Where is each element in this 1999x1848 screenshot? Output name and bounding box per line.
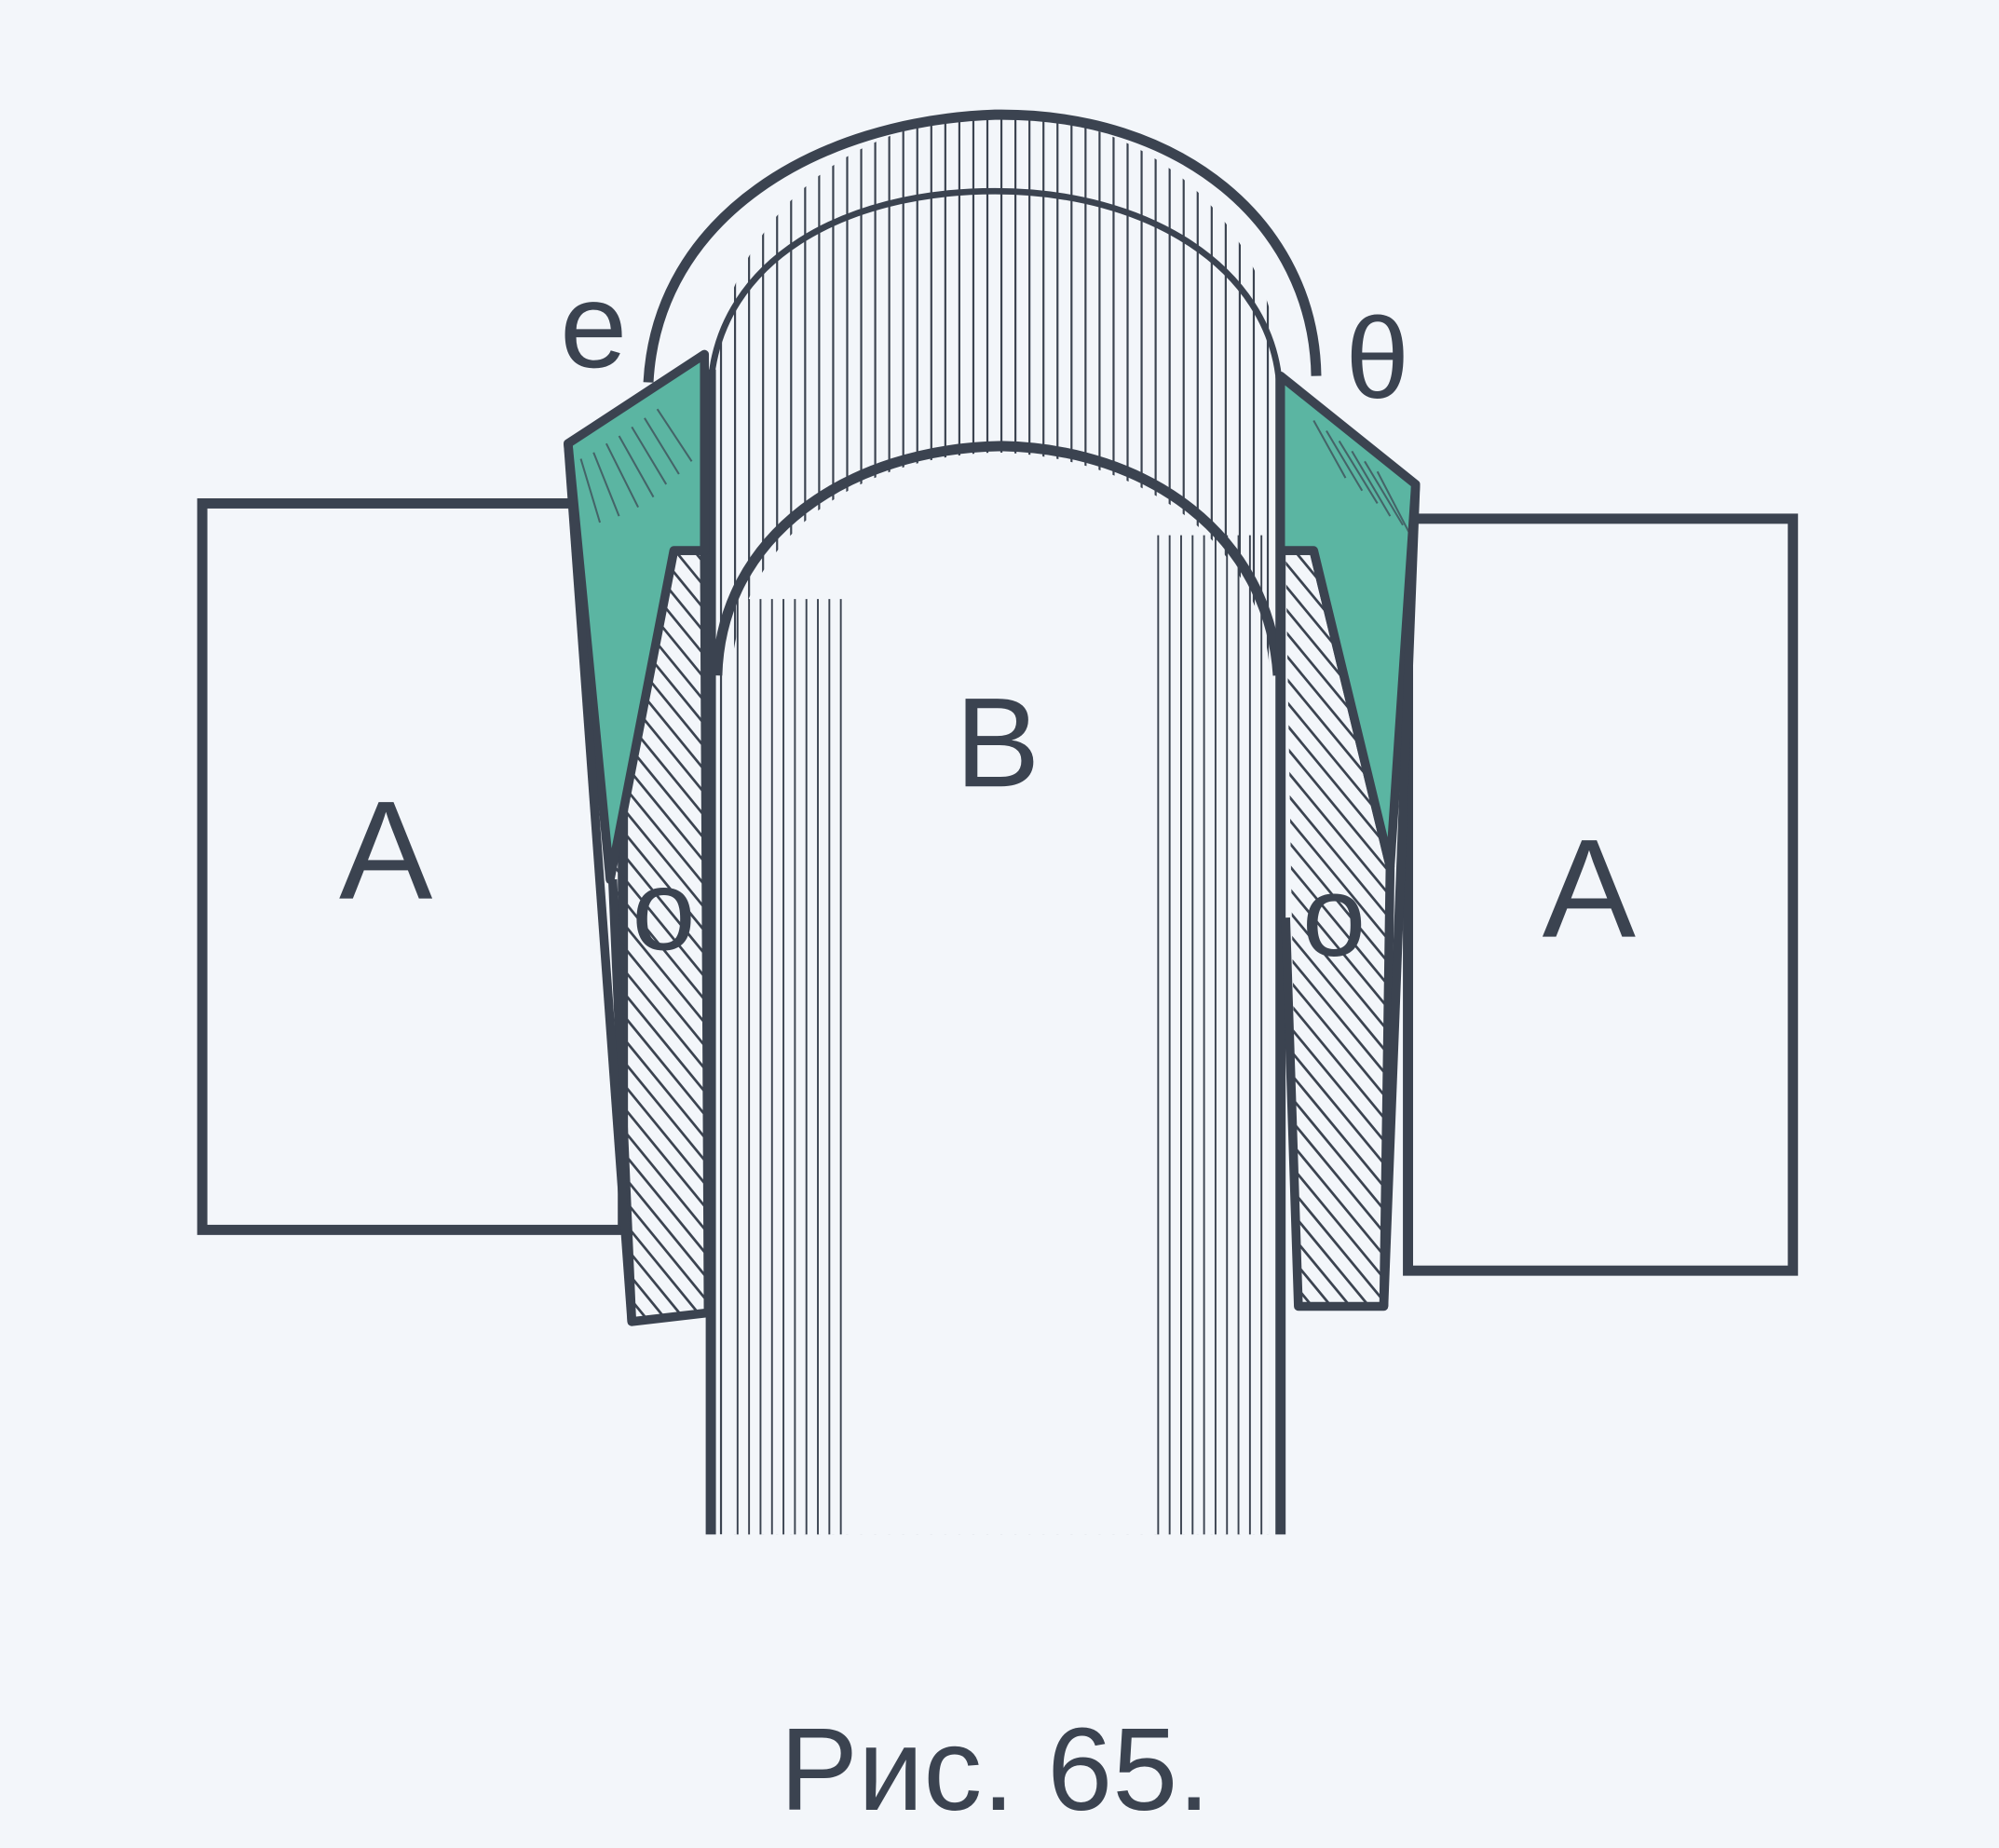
label-a-right: A: [1543, 810, 1637, 967]
hatch-line: [1285, 893, 1391, 1042]
hatch-line: [612, 1284, 709, 1322]
flap-right-shading: [1312, 420, 1412, 537]
hatch-line: [600, 23, 714, 164]
hatch-line: [1285, 779, 1391, 928]
hatch-line: [612, 893, 709, 1036]
hatch-line: [1275, 0, 1396, 55]
hatch-line: [1285, 1008, 1391, 1157]
label-o-left: o: [632, 847, 695, 974]
hatch-line: [1285, 802, 1391, 951]
label-e: e: [560, 257, 627, 393]
hatch-line: [1285, 710, 1391, 859]
hatch-line: [600, 1422, 714, 1563]
dome-inner-ring: [707, 187, 1283, 383]
hatch-line: [600, 0, 714, 117]
hatch-line: [1275, 1399, 1396, 1545]
hatch-line: [1275, 138, 1396, 284]
label-b: B: [955, 671, 1040, 813]
hatch-line: [600, 0, 714, 141]
hatch-line: [600, 0, 714, 25]
hatch-line: [1285, 733, 1391, 882]
hatch-line: [600, 1330, 714, 1471]
inner-region: [733, 452, 1270, 1535]
hatch-line: [600, 0, 714, 72]
hatch-line: [1285, 985, 1391, 1135]
hatch-line: [600, 92, 714, 233]
hatch-line: [600, 0, 714, 94]
hatch-line: [1285, 755, 1391, 904]
hatch-line: [1285, 939, 1391, 1089]
flap-right: [1275, 371, 1421, 872]
hatch-line: [1285, 962, 1391, 1111]
hatch-line: [1275, 1377, 1396, 1523]
inner-shading: [736, 535, 1263, 1535]
hatch-line: [1275, 0, 1396, 124]
hatch-line: [1275, 1422, 1396, 1569]
hatch-line: [600, 1377, 714, 1517]
inner-arch: [712, 441, 1284, 676]
hatch-line: [600, 0, 714, 48]
hatch-line: [1275, 1308, 1396, 1454]
flap-left-shading: [579, 408, 693, 523]
figure-caption: Рис. 65.: [780, 1704, 1210, 1835]
hatch-line: [1275, 23, 1396, 170]
label-theta: θ: [1345, 295, 1408, 423]
label-a-left: A: [339, 772, 433, 929]
hatch-line: [1285, 1054, 1391, 1203]
hatch-line: [612, 1260, 709, 1322]
hatch-line: [612, 871, 709, 1013]
hatch-line: [1285, 871, 1391, 1020]
hatch-line: [1275, 0, 1396, 146]
hatch-line: [1275, 0, 1396, 9]
hatch-line: [1275, 92, 1396, 238]
hatch-line: [600, 69, 714, 210]
hatch-line: [1275, 46, 1396, 192]
block-left: [197, 497, 629, 1235]
hatch-line: [1275, 0, 1396, 101]
block-right: [1403, 513, 1799, 1276]
label-o-right: o: [1302, 853, 1366, 981]
hatch-line: [1285, 917, 1391, 1066]
hatch-line: [612, 1215, 709, 1322]
hatch-line: [1275, 1353, 1396, 1500]
hatch-line: [1285, 848, 1391, 997]
hatch-line: [612, 1306, 709, 1322]
hatch-line: [612, 550, 709, 600]
left-outer-slant: [564, 442, 637, 1323]
hatch-line: [612, 1238, 709, 1322]
hatch-line: [1275, 69, 1396, 215]
dome-outline: [643, 109, 1322, 383]
hatch-line: [1285, 824, 1391, 973]
hatch-line: [600, 115, 714, 255]
flap-left: [564, 349, 710, 884]
hatch-line: [600, 46, 714, 186]
hatch-line: [1275, 0, 1396, 32]
hatch-line: [1285, 1031, 1391, 1180]
hatch-line: [1275, 0, 1396, 77]
hatch-line: [600, 1399, 714, 1540]
hatch-line: [600, 0, 714, 3]
hatch-line: [1275, 1330, 1396, 1476]
hatch-line: [1275, 115, 1396, 261]
hatch-line: [600, 1353, 714, 1494]
right-outer-slant: [1379, 483, 1421, 1307]
hatch-line: [612, 848, 709, 990]
